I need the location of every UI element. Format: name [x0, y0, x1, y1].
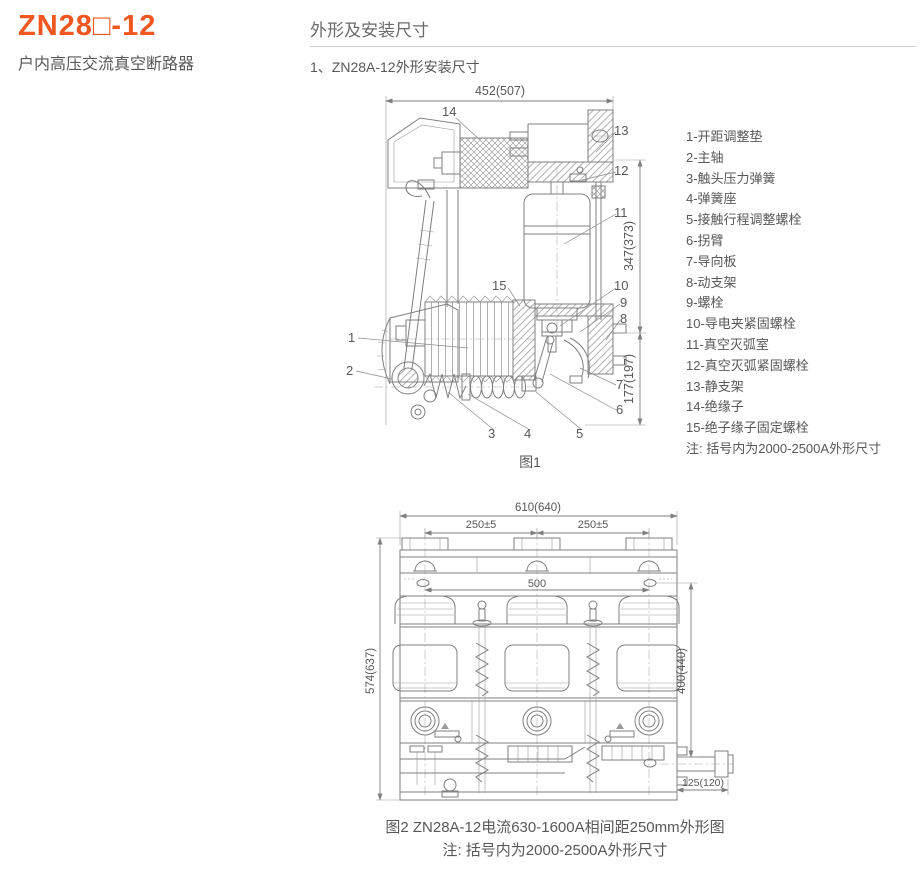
figure1-caption: 图1	[519, 454, 541, 470]
fig2-dim-pitch-left-label: 250±5	[466, 519, 497, 531]
fig1-callout-8: 8	[620, 311, 627, 326]
fig2-insulator-caps	[394, 595, 680, 627]
fig2-dim-holespan-label: 500	[528, 578, 546, 590]
fig1-bell-crank	[532, 335, 590, 389]
parts-item: 11-真空灭弧室	[686, 336, 769, 352]
fig1-frame-housing	[377, 190, 459, 420]
parts-item: 12-真空灭弧紧固螺栓	[686, 357, 809, 373]
figure1-drawing: 452(507)	[346, 84, 646, 441]
fig1-callout-2: 2	[346, 363, 353, 378]
fig1-bellows-insulator	[390, 295, 536, 383]
fig2-dim-height-label: 574(637)	[365, 648, 377, 694]
fig1-insulator	[433, 131, 529, 189]
fig1-callout-1: 1	[348, 330, 355, 345]
parts-item: 8-动支架	[686, 274, 737, 290]
fig1-dim-width: 452(507)	[385, 84, 614, 425]
parts-item: 9-螺栓	[686, 295, 724, 311]
fig1-dynamic-support	[534, 303, 627, 375]
fig1-bracket	[387, 117, 461, 189]
fig1-static-support	[527, 109, 614, 183]
fig2-dim-shaft-label: 125(120)	[682, 777, 724, 789]
fig1-leader-lines	[355, 117, 621, 431]
fig2-dim-pitch-right-label: 250±5	[578, 519, 609, 531]
fig1-callout-13: 13	[614, 123, 628, 138]
fig1-callout-4: 4	[524, 426, 531, 441]
parts-item: 3-触头压力弹簧	[686, 170, 776, 186]
fig1-callout-14: 14	[442, 104, 456, 119]
figure1-subheading: 1、ZN28A-12外形安装尺寸	[310, 59, 480, 75]
parts-item: 15-绝子缘子固定螺栓	[686, 420, 809, 436]
figure2-caption-note: 注: 括号内为2000-2500A外形尺寸	[442, 842, 668, 859]
parts-item: 4-弹簧座	[686, 191, 737, 207]
section-rule	[310, 46, 916, 47]
fig2-dim-bodyheight-label: 400(440)	[676, 648, 688, 694]
fig1-dim-upper-label: 347(373)	[622, 221, 636, 271]
parts-item: 13-静支架	[686, 378, 744, 394]
fig1-callout-3: 3	[488, 426, 495, 441]
product-model-title: ZN28□-12	[18, 10, 157, 42]
figure1-parts-list: 1-开距调整垫 2-主轴 3-触头压力弹簧 4-弹簧座 5-接触行程调整螺栓 6…	[686, 127, 881, 460]
fig2-bolt-panel	[410, 701, 664, 743]
parts-item: 1-开距调整垫	[686, 129, 763, 144]
fig2-dimensions: 610(640) 250±5 250±5 500 574(637) 400(44…	[365, 502, 729, 801]
fig1-callout-5: 5	[576, 426, 583, 441]
fig1-dim-width-label: 452(507)	[475, 84, 525, 98]
section-heading: 外形及安装尺寸	[310, 21, 429, 40]
fig1-callout-6: 6	[616, 402, 623, 417]
fig2-dim-width-label: 610(640)	[515, 502, 561, 514]
product-subtitle: 户内高压交流真空断路器	[18, 56, 195, 73]
fig1-callout-10: 10	[614, 278, 628, 293]
fig1-callout-11: 11	[614, 205, 628, 220]
parts-note: 注: 括号内为2000-2500A外形尺寸	[686, 440, 882, 456]
fig1-callout-12: 12	[614, 163, 628, 178]
fig1-dim-heights: 347(373) 177(197)	[585, 159, 646, 426]
parts-item: 5-接触行程调整螺栓	[686, 212, 802, 228]
fig1-callout-15: 15	[492, 278, 506, 293]
fig1-pull-rod	[403, 179, 435, 370]
figure2-drawing: 610(640) 250±5 250±5 500 574(637) 400(44…	[365, 502, 734, 801]
fig1-callout-9: 9	[620, 295, 627, 310]
parts-item: 6-拐臂	[686, 232, 724, 248]
parts-item: 10-导电夹紧固螺栓	[686, 316, 796, 332]
fig1-callout-numbers: 1 2 3 4 5 6 7 8 9 10 11 12 13 14 15	[346, 104, 628, 441]
figure2-caption: 图2 ZN28A-12电流630-1600A相间距250mm外形图	[385, 819, 725, 836]
parts-item: 2-主轴	[686, 149, 724, 165]
fig1-spring-rod	[374, 372, 544, 401]
fig2-centerlines	[424, 531, 734, 797]
parts-item: 14-绝缘子	[686, 399, 744, 415]
fig1-callout-7: 7	[616, 377, 623, 392]
fig2-bottom-mechanism	[400, 745, 734, 798]
parts-item: 7-导向板	[686, 253, 737, 269]
fig1-dim-lower-label: 177(197)	[622, 354, 636, 404]
